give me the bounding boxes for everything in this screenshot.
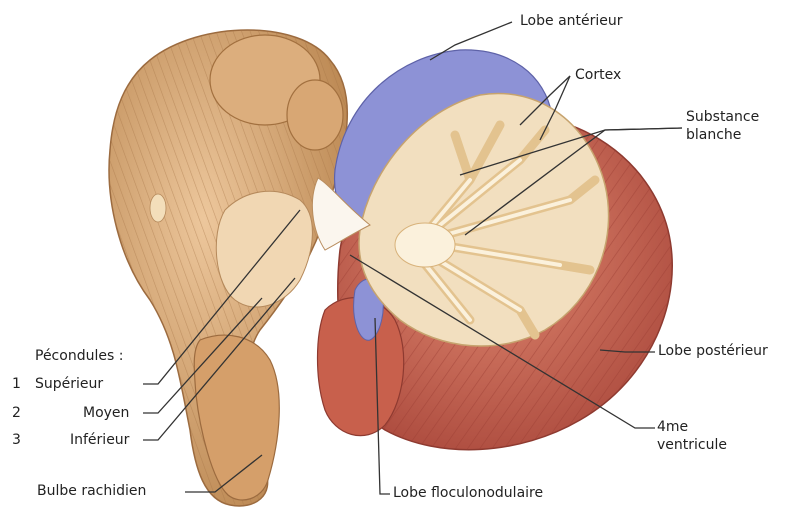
label-lobe-anterieur: Lobe antérieur	[520, 12, 623, 30]
pedoncule-1-name: Supérieur	[35, 375, 103, 393]
label-substance-blanche: Substance blanche	[686, 108, 759, 144]
label-quatrieme-ventricule: 4me ventricule	[657, 418, 727, 454]
label-lobe-posterieur: Lobe postérieur	[658, 342, 768, 360]
pedoncule-3-number: 3	[12, 431, 21, 449]
label-lobe-floculonodulaire: Lobe floculonodulaire	[393, 484, 543, 502]
brainstem	[109, 30, 347, 506]
pedoncule-2-name: Moyen	[83, 404, 129, 422]
pedoncule-3-name: Inférieur	[70, 431, 129, 449]
pedoncule-1-number: 1	[12, 375, 21, 393]
label-cortex: Cortex	[575, 66, 621, 84]
label-bulbe-rachidien: Bulbe rachidien	[37, 482, 146, 500]
label-pedoncules-title: Pécondules :	[35, 347, 123, 365]
pedoncule-2-number: 2	[12, 404, 21, 422]
